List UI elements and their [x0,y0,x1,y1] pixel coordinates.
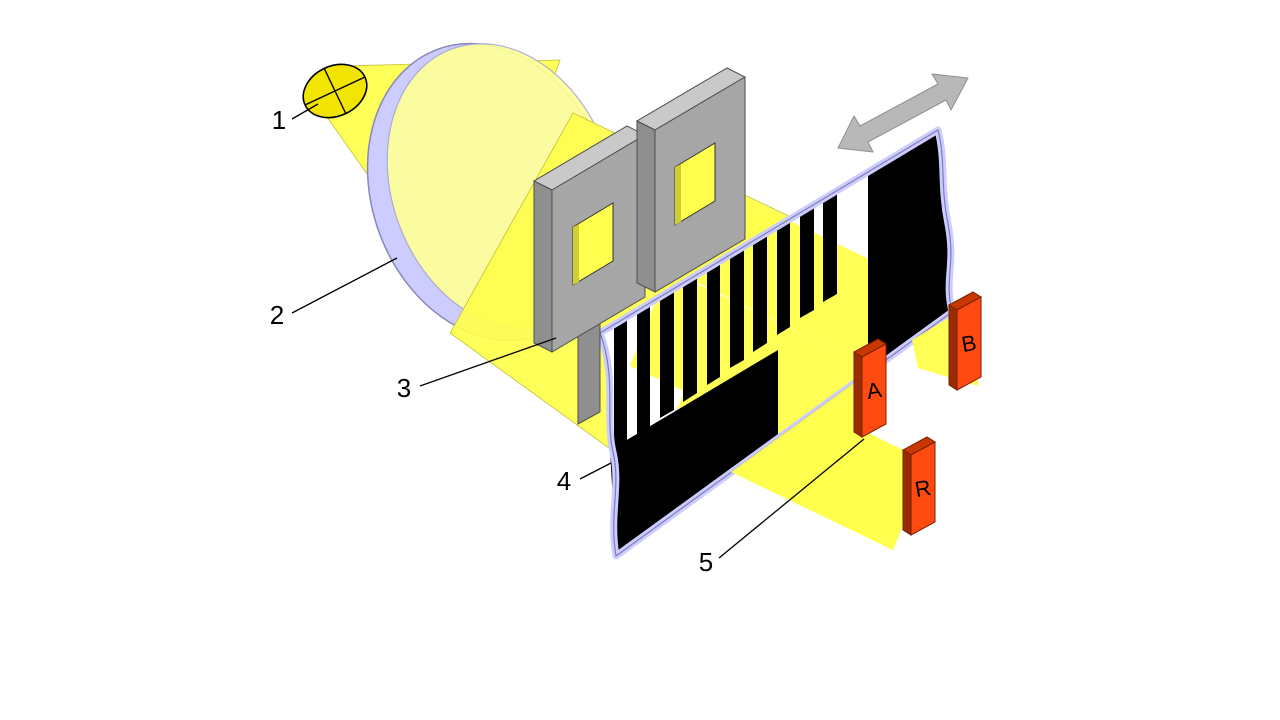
stripe [730,247,744,368]
mask-plate-left [532,125,647,353]
exit-beam-r [731,409,928,550]
callout-label-2: 2 [270,300,284,330]
stripe [823,191,837,302]
scale-outline [599,129,953,557]
detector-b-front [956,296,982,391]
scale-dark-band-bottom [610,350,778,556]
mask-window-a-shade [573,224,579,285]
callout-label-3: 3 [397,373,411,403]
scale-dark-regions [610,130,952,556]
plate-left-side-face [533,180,553,353]
scale-stripes [614,191,837,451]
callout-label-5: 5 [699,547,713,577]
stripe [800,205,814,318]
detector-b-side [948,304,958,391]
photodetectors: A B R [853,291,982,536]
detector-r: R [902,436,936,536]
stripe [660,289,674,418]
callout-label-1: 1 [272,105,286,135]
motion-arrow-icon [837,73,969,153]
callout-line-4 [579,462,612,480]
stripe [683,275,697,402]
callouts: 1 2 3 4 5 [270,103,865,577]
stripe [777,219,790,335]
plate-right-side-face [636,120,656,293]
detector-a-label: A [865,377,884,404]
stripe [707,261,720,385]
detector-a-side [853,351,863,438]
callout-line-1 [291,103,319,120]
callout-label-4: 4 [557,466,571,496]
detector-a: A [853,338,887,438]
scale-dark-region-right [868,130,952,373]
scanning-mask [532,67,747,425]
detector-r-front [910,441,936,536]
detector-b: B [948,291,982,391]
stripe [614,317,627,451]
mask-window-b-shade [675,164,681,225]
detector-r-label: R [913,475,933,502]
lamp-cross-line-2 [323,67,347,115]
detector-r-side [902,449,912,536]
callout-line-3 [419,337,557,387]
callout-line-2 [291,257,398,314]
light-source [302,63,368,119]
stripe [753,233,767,352]
stripe [637,303,650,435]
mask-plate-right [635,67,747,293]
coded-scale [596,126,956,560]
detector-b-label: B [960,330,979,357]
detector-a-front [861,343,887,438]
callout-line-5 [718,438,865,559]
